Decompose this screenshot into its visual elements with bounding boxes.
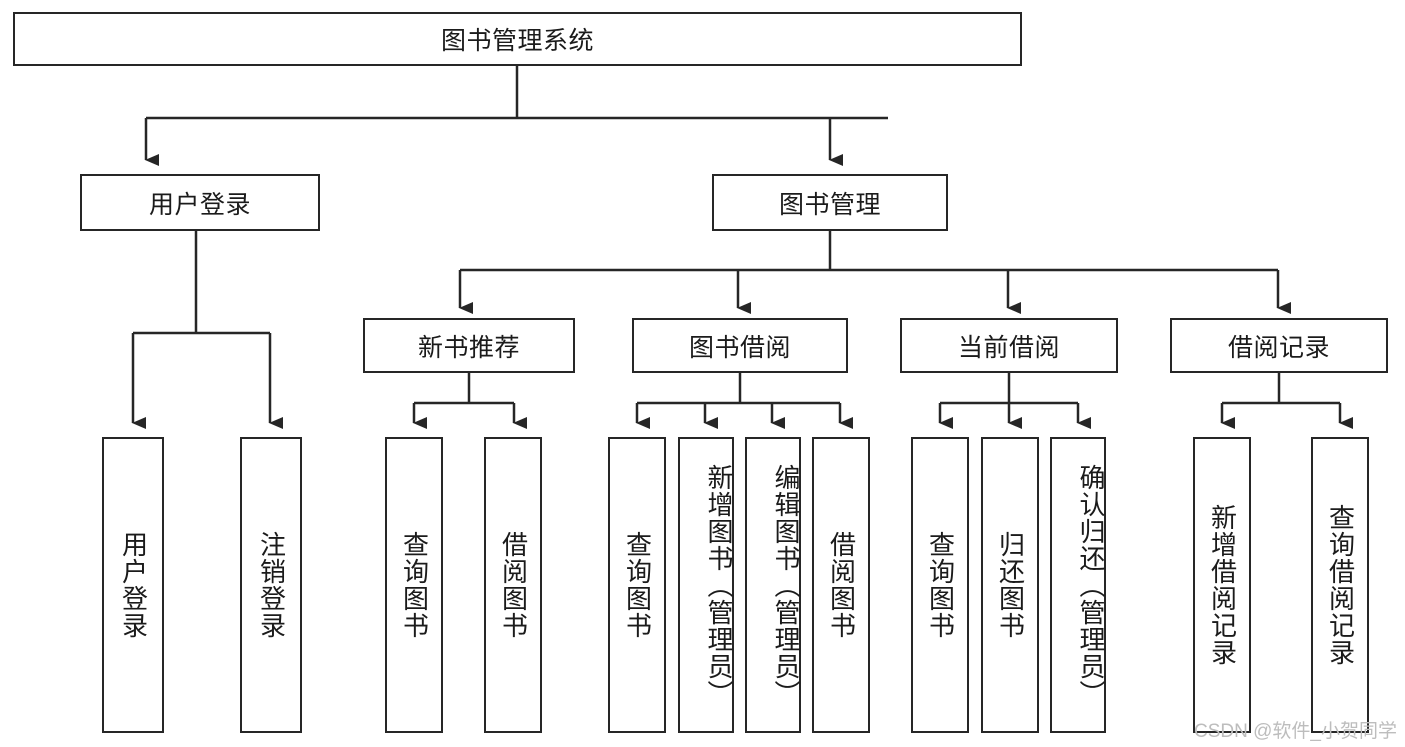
leaf-query-borrow-record[interactable]: 查询借阅记录 [1311, 437, 1369, 733]
node-current-borrow[interactable]: 当前借阅 [900, 318, 1118, 373]
leaf-query-book-recommend[interactable]: 查询图书 [385, 437, 443, 733]
node-new-book-recommend[interactable]: 新书推荐 [363, 318, 575, 373]
node-user-login[interactable]: 用户登录 [80, 174, 320, 231]
leaf-user-login[interactable]: 用户登录 [102, 437, 164, 733]
node-root[interactable]: 图书管理系统 [13, 12, 1022, 66]
leaf-add-borrow-record[interactable]: 新增借阅记录 [1193, 437, 1251, 733]
leaf-add-book-admin[interactable]: 新增图书（管理员） [678, 437, 734, 733]
leaf-logout[interactable]: 注销登录 [240, 437, 302, 733]
watermark: CSDN @软件_小贺同学 [1194, 721, 1397, 742]
node-borrow-record[interactable]: 借阅记录 [1170, 318, 1388, 373]
leaf-confirm-return-admin[interactable]: 确认归还（管理员） [1050, 437, 1106, 733]
leaf-borrow-book[interactable]: 借阅图书 [812, 437, 870, 733]
leaf-edit-book-admin[interactable]: 编辑图书（管理员） [745, 437, 801, 733]
node-book-borrow[interactable]: 图书借阅 [632, 318, 848, 373]
leaf-return-book[interactable]: 归还图书 [981, 437, 1039, 733]
leaf-query-book-borrow[interactable]: 查询图书 [608, 437, 666, 733]
leaf-borrow-book-recommend[interactable]: 借阅图书 [484, 437, 542, 733]
node-book-manage[interactable]: 图书管理 [712, 174, 948, 231]
leaf-query-book-current[interactable]: 查询图书 [911, 437, 969, 733]
